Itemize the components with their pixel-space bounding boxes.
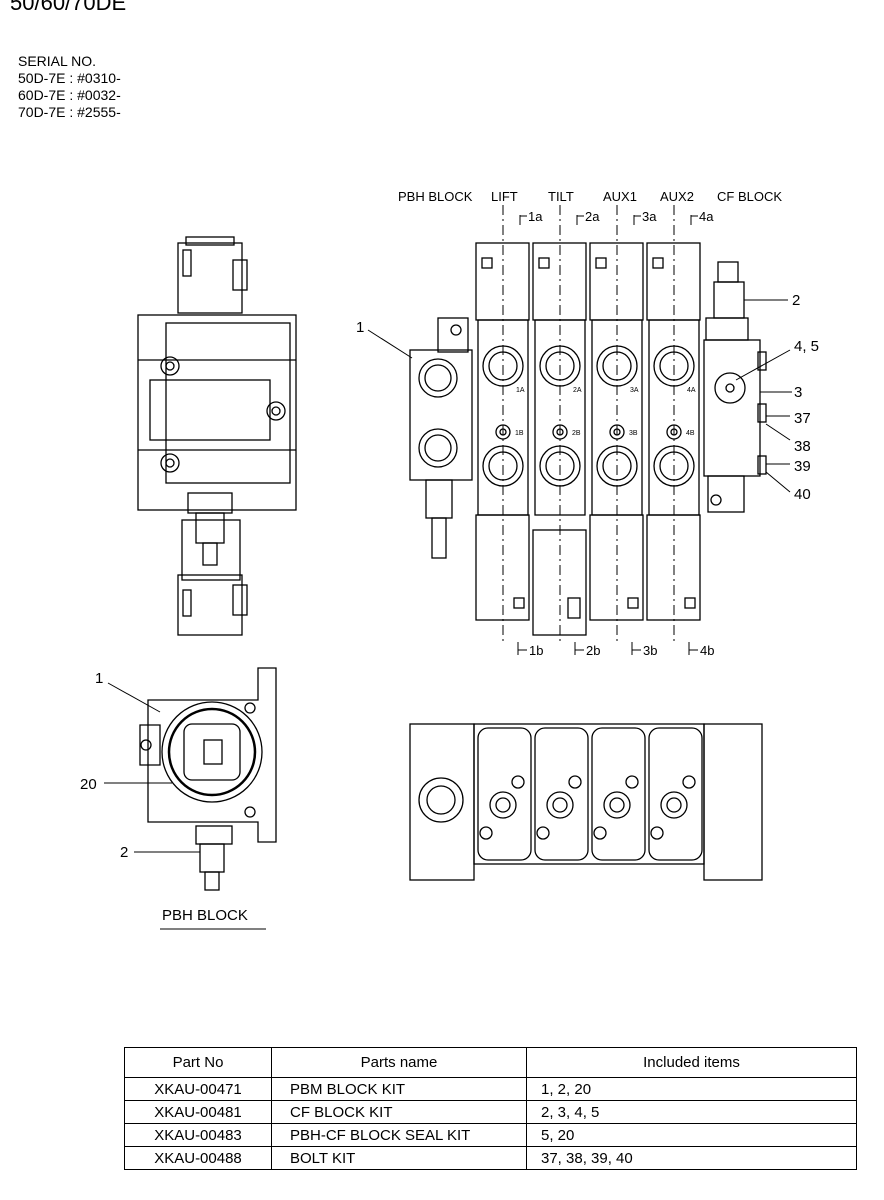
callout-2: 2 [792,292,800,309]
parts-table: Part No Parts name Included items XKAU-0… [124,1047,857,1170]
cell-part-no: XKAU-00481 [124,1100,272,1124]
port-small-3B: 3B [629,430,638,437]
cell-part-no: XKAU-00483 [124,1123,272,1147]
table-row: XKAU-00488 BOLT KIT 37, 38, 39, 40 [124,1146,857,1170]
table-row: XKAU-00481 CF BLOCK KIT 2, 3, 4, 5 [124,1100,857,1124]
port-label-4b: 4b [700,643,714,658]
label-aux2: AUX2 [660,189,694,204]
serial-line: 70D-7E : #2555- [18,104,121,120]
side-view [137,236,297,636]
table-row: XKAU-00483 PBH-CF BLOCK SEAL KIT 5, 20 [124,1123,857,1147]
callout-4-5: 4, 5 [794,338,819,355]
top-view [409,723,763,881]
port-label-3b: 3b [643,643,657,658]
detail-caption: PBH BLOCK [162,907,248,924]
cf-block [703,261,767,513]
cell-parts-name: CF BLOCK KIT [271,1100,527,1124]
table-header-row: Part No Parts name Included items [124,1047,857,1078]
label-tilt: TILT [548,189,574,204]
detail-callout-2: 2 [120,844,128,861]
port-label-1b: 1b [529,643,543,658]
front-view [367,205,792,655]
callout-39: 39 [794,458,811,475]
cell-parts-name: BOLT KIT [271,1146,527,1170]
callout-37: 37 [794,410,811,427]
callout-3: 3 [794,384,802,401]
port-small-1B: 1B [515,430,524,437]
serial-heading: SERIAL NO. [18,53,97,69]
page-title: 50/60/70DE [10,0,127,15]
callout-40: 40 [794,486,811,503]
header-part-no: Part No [124,1047,272,1078]
port-small-1A: 1A [516,387,525,394]
cell-part-no: XKAU-00471 [124,1077,272,1101]
pbh-detail [104,667,277,930]
callout-1: 1 [356,319,364,336]
port-small-4A: 4A [687,387,696,394]
detail-callout-20: 20 [80,776,97,793]
cell-included-items: 37, 38, 39, 40 [526,1146,857,1170]
table-row: XKAU-00471 PBM BLOCK KIT 1, 2, 20 [124,1077,857,1101]
port-small-4B: 4B [686,430,695,437]
port-label-4a: 4a [699,209,714,224]
label-aux1: AUX1 [603,189,637,204]
port-label-2a: 2a [585,209,600,224]
port-small-2A: 2A [573,387,582,394]
serial-line: 50D-7E : #0310- [18,70,121,86]
serial-line: 60D-7E : #0032- [18,87,121,103]
callout-38: 38 [794,438,811,455]
cell-included-items: 5, 20 [526,1123,857,1147]
port-label-2b: 2b [586,643,600,658]
cell-included-items: 1, 2, 20 [526,1077,857,1101]
cell-included-items: 2, 3, 4, 5 [526,1100,857,1124]
label-cf-block: CF BLOCK [717,189,782,204]
label-pbh-block: PBH BLOCK [398,189,473,204]
port-label-3a: 3a [642,209,657,224]
serial-info: SERIAL NO. 50D-7E : #0310- 60D-7E : #003… [18,53,121,121]
header-included-items: Included items [526,1047,857,1078]
cell-parts-name: PBM BLOCK KIT [271,1077,527,1101]
valve-diagram: PBH BLOCK LIFT TILT AUX1 AUX2 CF BLOCK 1… [80,189,819,930]
port-small-3A: 3A [630,387,639,394]
label-lift: LIFT [491,189,518,204]
port-label-1a: 1a [528,209,543,224]
detail-callout-1: 1 [95,670,103,687]
cell-parts-name: PBH-CF BLOCK SEAL KIT [271,1123,527,1147]
header-parts-name: Parts name [271,1047,527,1078]
cell-part-no: XKAU-00488 [124,1146,272,1170]
port-small-2B: 2B [572,430,581,437]
